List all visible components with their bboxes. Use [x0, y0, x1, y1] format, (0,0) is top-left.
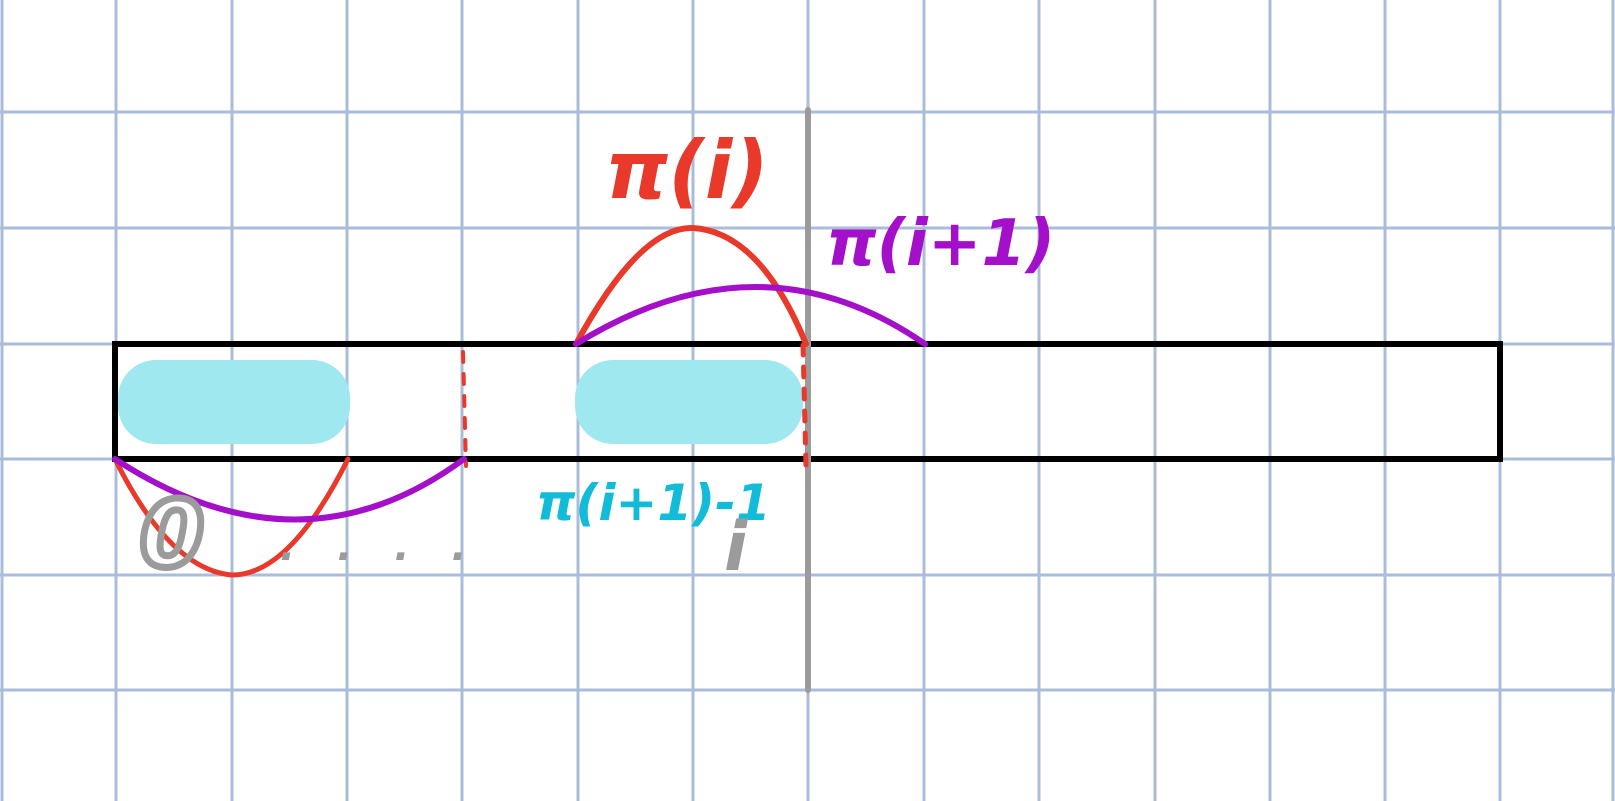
dashed-boundary-right [800, 342, 809, 469]
dashed-boundary-left [461, 350, 468, 468]
label-dots: . . . . [280, 524, 481, 570]
highlight-segment-left [118, 360, 350, 444]
label-pi-i-plus-1-minus-1: π(i+1)-1 [536, 474, 771, 532]
arc-pi-i-plus-1-bottom [112, 456, 467, 523]
label-zero: 0 [140, 481, 204, 588]
label-index-i: i [724, 508, 749, 587]
label-pi-i-plus-1: π(i+1) [826, 207, 1055, 281]
arc-pi-i-plus-1-top [573, 284, 928, 347]
highlight-segment-middle [575, 360, 803, 444]
label-pi-i: π(i) [605, 124, 769, 217]
